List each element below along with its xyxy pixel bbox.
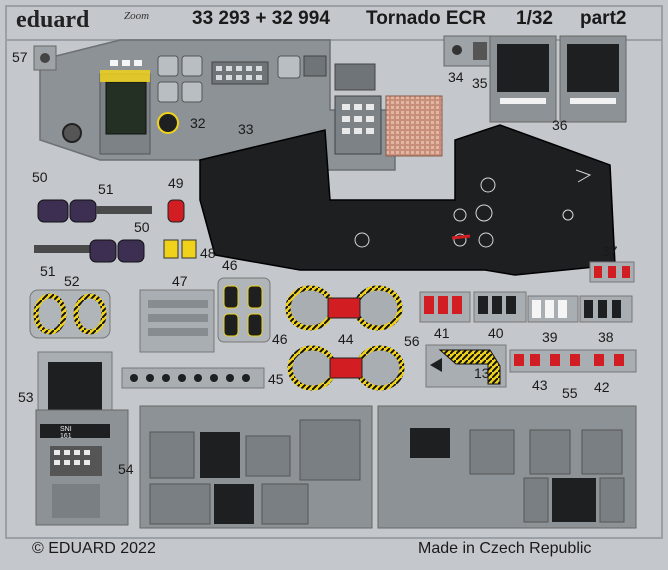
panel-code: SNI	[60, 426, 72, 433]
part-number: 46	[272, 331, 288, 347]
part-number: 40	[488, 325, 504, 341]
kit-scale: 1/32	[516, 8, 553, 29]
switch-row-lower	[509, 349, 637, 373]
part-number: 35	[472, 75, 488, 91]
part-number: 52	[64, 273, 80, 289]
part-number: 36	[552, 117, 568, 133]
part-number: 51	[40, 263, 56, 279]
part-number: 51	[98, 181, 114, 197]
part-number: 38	[598, 329, 614, 345]
part-number: 54	[118, 461, 134, 477]
part-47-48-pair	[163, 239, 197, 259]
part-number: 37	[602, 243, 618, 259]
part-number: 53	[18, 389, 34, 405]
part-49-handle	[167, 199, 185, 223]
part-number: 34	[448, 69, 464, 85]
part-number: 13	[474, 365, 490, 381]
part-number: 55	[562, 385, 578, 401]
part-number: 42	[594, 379, 610, 395]
origin-text: Made in Czech Republic	[418, 540, 592, 557]
kit-title: Tornado ECR	[366, 8, 486, 29]
harness-clips	[34, 199, 152, 263]
part-number: 41	[434, 325, 450, 341]
copyright-text: © EDUARD 2022	[32, 540, 156, 557]
side-console-block	[139, 289, 215, 353]
part-46-buckle	[217, 277, 271, 343]
part-57-knob	[33, 45, 57, 71]
set-numbers: 33 293 + 32 994	[192, 8, 330, 29]
lower-right-console	[377, 405, 637, 529]
part-13-guard	[425, 344, 507, 388]
part-number: 56	[404, 333, 420, 349]
part-number: 57	[12, 49, 28, 65]
part-44-straps	[285, 285, 405, 391]
part-number: 49	[168, 175, 184, 191]
part-number: 45	[268, 371, 284, 387]
switch-row-upper	[419, 291, 633, 323]
parts-34-35	[443, 35, 497, 67]
zoom-logo: Zoom	[124, 10, 150, 22]
part-number: 50	[32, 169, 48, 185]
part-52-loops	[29, 289, 111, 339]
part-37-switches	[589, 261, 635, 283]
part-number: 47	[172, 273, 188, 289]
part-45-knobs	[121, 367, 265, 389]
part-number: 33	[238, 121, 254, 137]
part-number: 48	[200, 245, 216, 261]
panel-code: 161	[60, 433, 72, 440]
eduard-logo: eduard	[16, 7, 90, 33]
part-number: 43	[532, 377, 548, 393]
lower-centre-console	[139, 405, 373, 529]
part-number: 50	[134, 219, 150, 235]
part-54-console	[35, 409, 129, 526]
part-number: 46	[222, 257, 238, 273]
part-number: 44	[338, 331, 354, 347]
part-number: 39	[542, 329, 558, 345]
part-number: 32	[190, 115, 206, 131]
sheet-part: part2	[580, 8, 627, 29]
mfd-displays	[489, 35, 627, 123]
